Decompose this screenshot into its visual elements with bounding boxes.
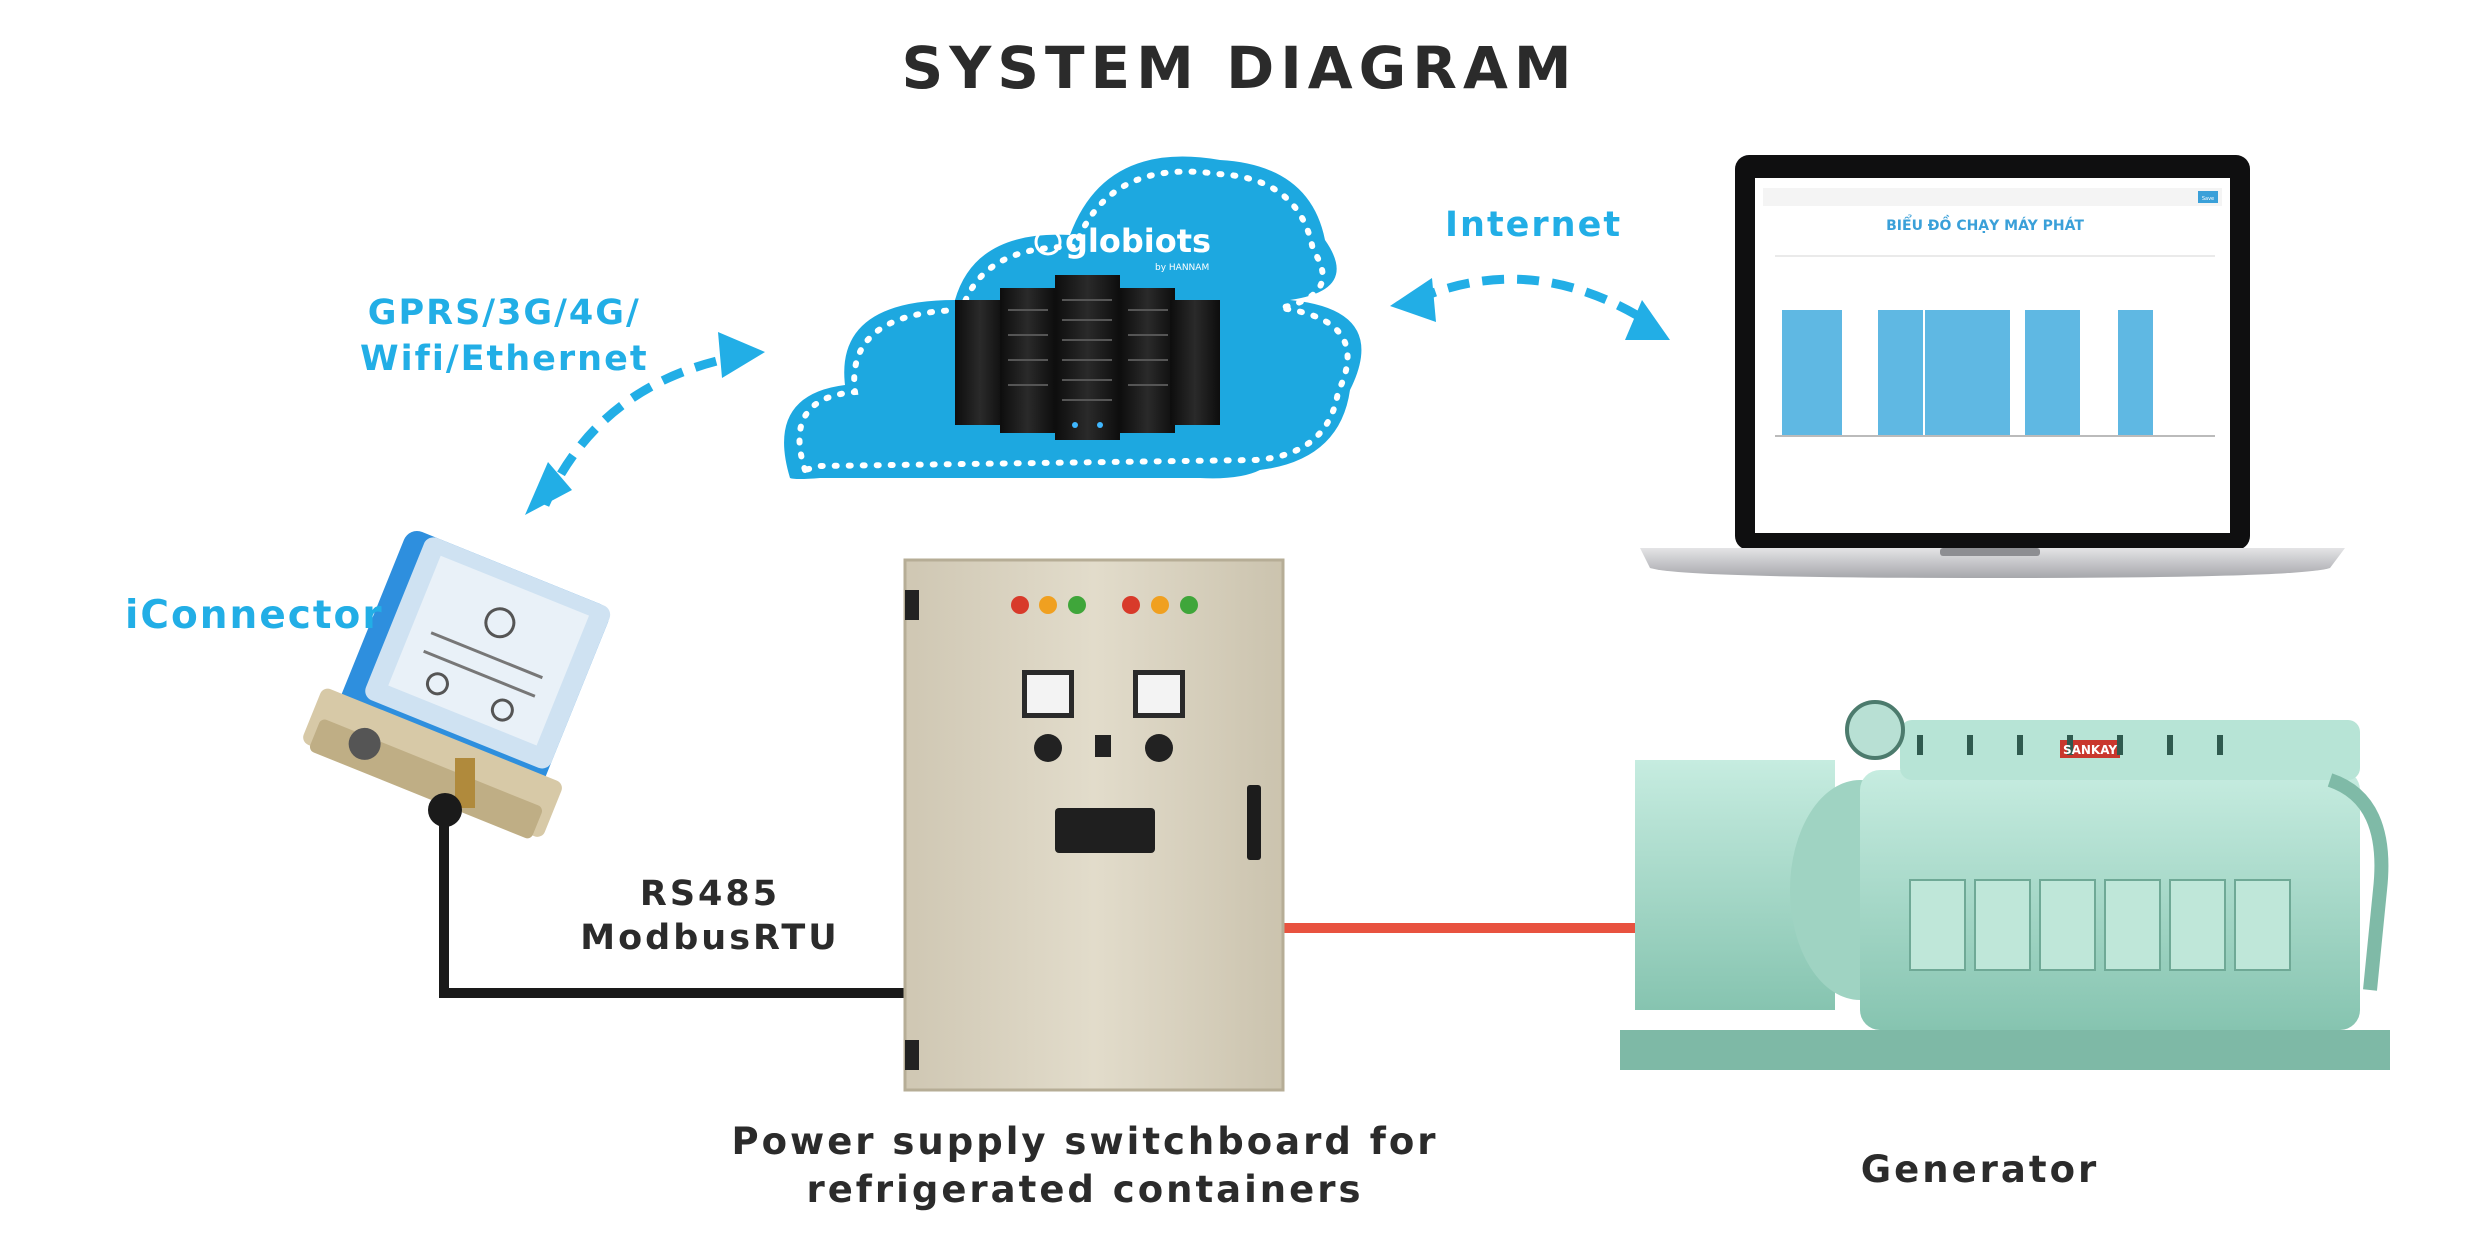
switchboard-label-line2: refrigerated containers xyxy=(806,1168,1364,1211)
wireless-link-arrow xyxy=(525,332,765,515)
rs485-label-line2: ModbusRTU xyxy=(580,918,840,958)
generator-engine: SANKAY xyxy=(1620,700,2390,1070)
laptop: Save BIỂU ĐỒ CHẠY MÁY PHÁT xyxy=(1640,155,2345,578)
cloud-server: globiots by HANNAM xyxy=(784,156,1362,480)
svg-text:BIỂU ĐỒ CHẠY MÁY PHÁT: BIỂU ĐỒ CHẠY MÁY PHÁT xyxy=(1886,214,2084,234)
generator-label: Generator xyxy=(1860,1148,2100,1191)
server-rack-icon xyxy=(955,275,1220,440)
internet-link-arrow xyxy=(1390,274,1670,340)
rs485-label: RS485 ModbusRTU xyxy=(560,872,860,960)
svg-text:by HANNAM: by HANNAM xyxy=(1155,263,1209,273)
rs485-cable xyxy=(439,815,905,998)
rs485-label-line1: RS485 xyxy=(639,874,781,914)
wireless-link-label-line1: GPRS/3G/4G/ xyxy=(367,293,641,333)
globiots-logo: globiots by HANNAM xyxy=(1034,222,1211,273)
svg-text:SANKAY: SANKAY xyxy=(2063,743,2117,757)
svg-text:Save: Save xyxy=(2202,196,2214,202)
wireless-link-label: GPRS/3G/4G/ Wifi/Ethernet xyxy=(360,290,649,382)
switchboard-cabinet xyxy=(903,558,1285,1092)
wireless-link-label-line2: Wifi/Ethernet xyxy=(360,339,649,379)
iconnector-device xyxy=(303,531,611,839)
internet-label: Internet xyxy=(1445,205,1623,245)
switchboard-label: Power supply switchboard for refrigerate… xyxy=(655,1118,1515,1214)
svg-text:globiots: globiots xyxy=(1065,222,1211,260)
iconnector-label: iConnector xyxy=(125,593,384,638)
diagram-title: SYSTEM DIAGRAM xyxy=(901,34,1578,102)
screen-bar-chart xyxy=(1782,310,2153,435)
switchboard-label-line1: Power supply switchboard for xyxy=(731,1120,1439,1163)
